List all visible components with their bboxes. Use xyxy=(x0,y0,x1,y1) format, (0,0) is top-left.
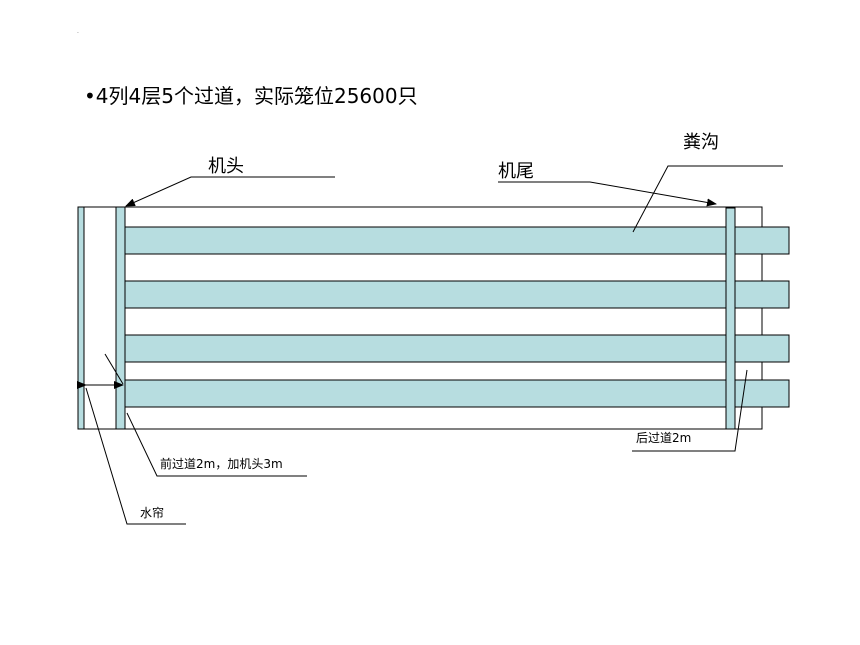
cage-rows xyxy=(124,226,790,408)
cage-row xyxy=(124,280,790,309)
rear-aisle-leader-line xyxy=(632,369,748,452)
front-aisle-leader-line xyxy=(126,412,307,477)
front-aisle-tick xyxy=(104,353,124,385)
page-title: •4列4层5个过道，实际笼位25600只 xyxy=(84,84,418,108)
manure-leader-line xyxy=(632,165,783,233)
slide-dot: . xyxy=(77,28,79,35)
tail-label: 机尾 xyxy=(498,161,534,182)
tail-unit-column xyxy=(725,207,736,430)
cage-row xyxy=(124,379,790,408)
water-curtain-leader-line xyxy=(85,387,186,525)
front-aisle-label: 前过道2m，加机头3m xyxy=(160,457,283,471)
head-unit-column xyxy=(115,206,126,430)
head-leader-line xyxy=(125,176,335,207)
tail-leader-line xyxy=(498,181,717,207)
rear-aisle-label: 后过道2m xyxy=(636,431,692,445)
cage-row xyxy=(124,226,790,255)
water-curtain-label: 水帘 xyxy=(140,506,165,520)
cage-row xyxy=(124,334,790,363)
manure-channel-label: 粪沟 xyxy=(683,132,719,153)
head-label: 机头 xyxy=(208,156,244,177)
water-curtain-wall xyxy=(77,206,85,430)
